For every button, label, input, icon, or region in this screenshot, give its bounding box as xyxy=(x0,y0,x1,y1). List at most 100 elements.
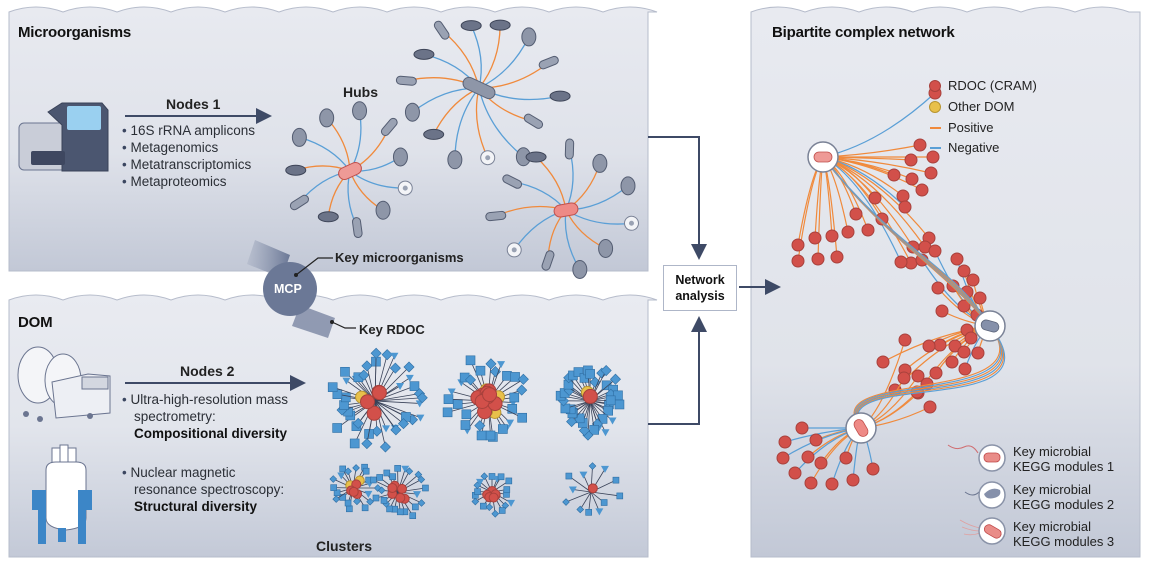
dom-diamond-node xyxy=(562,498,570,506)
dom-square-node xyxy=(346,505,353,513)
dom-square-node xyxy=(475,365,486,376)
microbial-hubs xyxy=(285,19,639,279)
microbe-node xyxy=(317,211,339,223)
dom-square-node xyxy=(597,414,608,424)
dom-square-node xyxy=(394,465,401,472)
rdoc-node xyxy=(801,450,815,464)
flow-connectors xyxy=(648,136,781,425)
kegg-1-line2: KEGG modules 1 xyxy=(1013,459,1115,474)
dom-triangle-node xyxy=(416,414,425,422)
dom-clusters xyxy=(327,347,625,519)
rdoc-node xyxy=(922,339,936,353)
method-item: Metaproteomics xyxy=(122,173,255,190)
microbe-node-core xyxy=(485,155,491,161)
hubs-label: Hubs xyxy=(343,84,378,100)
rdoc-node xyxy=(582,388,598,404)
dom-square-node xyxy=(362,467,370,475)
rdoc-node xyxy=(587,483,598,494)
dom-square-node xyxy=(503,486,511,493)
dom-diamond-node xyxy=(566,416,578,428)
microbe-node xyxy=(392,147,408,167)
nodes1-label: Nodes 1 xyxy=(166,96,221,112)
microbe-node xyxy=(351,217,363,238)
dom-triangle-node xyxy=(476,478,485,486)
dom-diamond-node xyxy=(353,497,361,506)
microbe-node xyxy=(375,200,391,220)
key-microbe-icon xyxy=(980,319,1000,333)
method-item: 16S rRNA amplicons xyxy=(122,122,255,139)
dom-square-node xyxy=(442,407,453,418)
method1-text: Ultra-high-resolution mass xyxy=(122,391,288,408)
microbe-node xyxy=(549,90,571,102)
rdoc-node xyxy=(811,252,825,266)
rdoc-node xyxy=(915,183,929,197)
dom-square-node xyxy=(585,369,595,379)
dom-square-node xyxy=(344,499,352,507)
microorganism-methods-list: 16S rRNA amplicons Metagenomics Metatran… xyxy=(122,122,255,190)
dom-square-node xyxy=(389,473,397,480)
method-item: Metatranscriptomics xyxy=(122,156,255,173)
cluster-edge xyxy=(571,400,591,422)
bridge-edge xyxy=(856,325,1005,429)
microbe-node xyxy=(404,102,420,122)
microbe-node-core xyxy=(511,247,517,253)
dom-square-node xyxy=(349,438,360,449)
dom-diamond-node xyxy=(352,417,364,429)
compositional-diversity-label: Compositional diversity xyxy=(134,426,288,441)
dom-square-node xyxy=(443,394,454,404)
rdoc-node xyxy=(861,223,875,237)
dom-square-node xyxy=(422,484,429,492)
rdoc-node xyxy=(950,252,964,266)
microbe-node xyxy=(620,176,636,196)
dom-square-node xyxy=(573,367,584,377)
rdoc-node xyxy=(397,483,408,494)
cluster-edge xyxy=(588,491,592,513)
dom-square-node xyxy=(502,371,512,381)
dom-method-2: Nuclear magnetic xyxy=(122,464,235,481)
dom-diamond-node xyxy=(485,358,497,370)
cluster-edge xyxy=(590,491,600,512)
cluster-edge xyxy=(589,400,606,433)
hub-microbe xyxy=(338,161,362,181)
kegg-3-line1: Key microbial xyxy=(1013,519,1092,534)
dom-square-node xyxy=(452,399,463,409)
dom-diamond-node xyxy=(371,425,383,437)
dom-square-node xyxy=(409,512,417,519)
rdoc-node xyxy=(808,231,822,245)
microbe-node xyxy=(489,19,511,31)
bipartite-network xyxy=(776,86,1006,491)
nodes2-label: Nodes 2 xyxy=(180,363,235,379)
dom-square-node xyxy=(614,399,625,410)
dom-diamond-node xyxy=(370,347,382,359)
microbe-node xyxy=(502,174,523,189)
cluster-edge xyxy=(374,397,423,402)
rdoc-node xyxy=(957,345,971,359)
dom-square-node xyxy=(480,502,487,510)
method-item: Metagenomics xyxy=(122,139,255,156)
key-microorganisms-label: Key microorganisms xyxy=(335,250,464,265)
dom-diamond-node xyxy=(379,441,391,453)
legend-negative: Negative xyxy=(948,140,1000,155)
dom-square-node xyxy=(509,392,520,403)
dom-square-node xyxy=(517,412,527,423)
cluster-edge xyxy=(374,400,420,404)
microbe-node xyxy=(460,20,482,32)
dom-square-node xyxy=(370,476,377,484)
dom-method-1: Ultra-high-resolution mass xyxy=(122,391,288,408)
mcp-label: MCP xyxy=(274,282,302,296)
rdoc-node xyxy=(795,421,809,435)
dom-triangle-node xyxy=(579,471,588,479)
dom-diamond-node xyxy=(329,475,338,483)
dom-diamond-node xyxy=(474,420,486,432)
method2-line2: resonance spectroscopy: xyxy=(134,482,285,497)
dom-diamond-node xyxy=(517,373,529,385)
cluster-edge xyxy=(565,491,592,503)
dom-diamond-node xyxy=(416,392,428,404)
dom-diamond-node xyxy=(414,470,423,479)
dom-diamond-node xyxy=(344,467,352,476)
rdoc-node xyxy=(849,207,863,221)
microorganisms-panel xyxy=(8,6,658,272)
mass-spectrometer-icon xyxy=(17,346,111,422)
